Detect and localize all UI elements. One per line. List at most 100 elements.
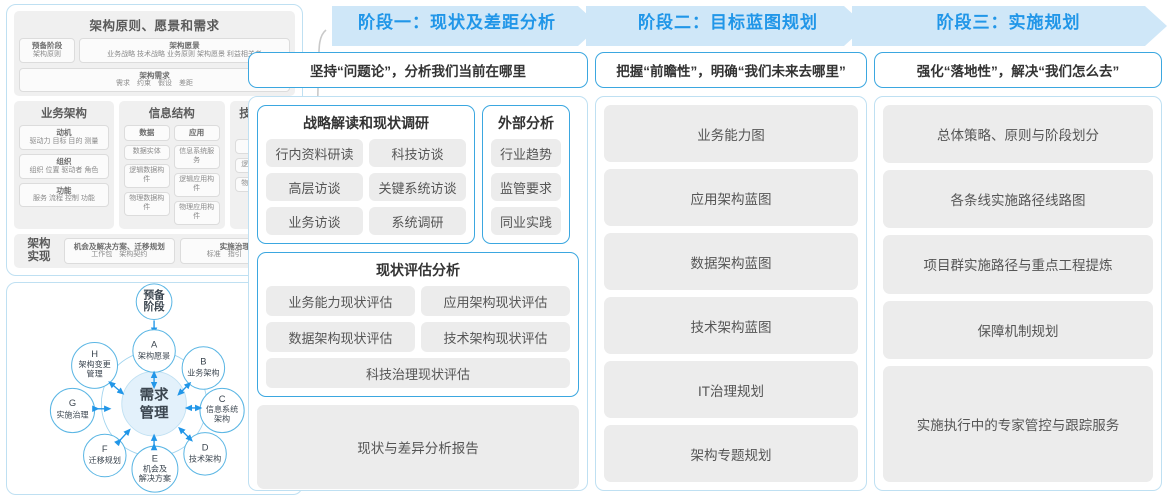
chip-expert-control-service[interactable]: 实施执行中的专家管控与跟踪服务 — [883, 365, 1153, 483]
chip-regulatory[interactable]: 监管要求 — [491, 173, 561, 201]
chip-it-governance-assess[interactable]: 科技治理现状评估 — [266, 358, 570, 388]
phase-2-body: 业务能力图 应用架构蓝图 数据架构蓝图 技术架构蓝图 IT治理规划 架构专题规划 — [595, 96, 867, 491]
phase-3-items: 总体策略、原则与阶段划分 各条线实施路径线路图 项目群实施路径与重点工程提炼 保… — [883, 105, 1153, 483]
chip-tech-arch-assess[interactable]: 技术架构现状评估 — [421, 322, 570, 352]
governance-items: 标准 指引 规格 — [206, 251, 263, 259]
chip-assurance-mechanism[interactable]: 保障机制规划 — [883, 300, 1153, 359]
motivation-items: 驱动力 目标 目的 测量 — [29, 138, 99, 146]
organization-title: 组织 — [56, 157, 72, 167]
chip-industry-trend[interactable]: 行业趋势 — [491, 139, 561, 167]
svg-text:C: C — [219, 394, 226, 404]
chip-application-arch-assess[interactable]: 应用架构现状评估 — [421, 286, 570, 316]
phase-1-top-row: 战略解读和现状调研 行内资料研读 科技访谈 高层访谈 关键系统访谈 业务访谈 系… — [257, 105, 579, 244]
svg-text:架构: 架构 — [214, 414, 230, 424]
information-structure-head: 信息结构 — [148, 108, 195, 121]
svg-text:业务架构: 业务架构 — [187, 368, 219, 378]
svg-text:G: G — [69, 398, 76, 408]
opportunities-items: 工作包 架构契约 — [91, 251, 148, 259]
chip-application-arch-blueprint[interactable]: 应用架构蓝图 — [604, 169, 858, 226]
architecture-domains-row: 业务架构 动机 驱动力 目标 目的 测量 组织 组织 位置 驱动者 角色 功能 — [14, 101, 295, 229]
svg-text:机会及: 机会及 — [143, 464, 167, 474]
chip-tech-arch-blueprint[interactable]: 技术架构蓝图 — [604, 297, 858, 354]
phase-2-tagline: 把握“前瞻性”，明确“我们未来去哪里” — [595, 52, 867, 88]
chip-business-capability-assess[interactable]: 业务能力现状评估 — [266, 286, 415, 316]
current-state-assessment-title: 现状评估分析 — [376, 262, 460, 278]
adm-cycle-panel: 预备 阶段 需求 管理 A 架构愿景 B 业务架构 C — [6, 282, 303, 495]
adm-cycle-diagram: 预备 阶段 需求 管理 A 架构愿景 B 业务架构 C — [49, 283, 245, 493]
phase-1-header: 阶段一：现状及差距分析 — [358, 12, 556, 32]
svg-text:H: H — [91, 349, 98, 359]
governance-title: 实施治理 — [219, 241, 250, 251]
chip-business-interview[interactable]: 业务访谈 — [266, 207, 363, 235]
svg-text:实施治理: 实施治理 — [56, 410, 88, 420]
function-items: 服务 流程 控制 功能 — [33, 195, 95, 203]
phase-2-header: 阶段二：目标蓝图规划 — [638, 12, 818, 32]
svg-text:解决方案: 解决方案 — [139, 473, 171, 483]
strategy-research-card: 战略解读和现状调研 行内资料研读 科技访谈 高层访谈 关键系统访谈 业务访谈 系… — [257, 105, 475, 244]
cycle-prep-line2: 阶段 — [143, 300, 165, 313]
phase-header-strip — [332, 6, 1167, 46]
data-column: 数据 数据实体 逻辑数据构件 物理数据构件 — [123, 125, 170, 224]
phase-3-header: 阶段三：实施规划 — [936, 12, 1081, 32]
vision-title: 架构愿景 — [169, 41, 200, 50]
chip-it-governance-plan[interactable]: IT治理规划 — [604, 361, 858, 418]
chip-line-roadmap[interactable]: 各条线实施路径线路图 — [883, 170, 1153, 229]
togaf-content-framework-panel: 架构原则、愿景和需求 预备阶段 架构原则 架构愿景 业务战略 技术战略 业务原则… — [6, 4, 303, 277]
information-structure-group: 信息结构 数据 数据实体 逻辑数据构件 物理数据构件 应用 — [118, 101, 225, 229]
phase-3-body: 总体策略、原则与阶段划分 各条线实施路径线路图 项目群实施路径与重点工程提炼 保… — [874, 96, 1162, 491]
information-system-service-box: 信息系统服务 — [173, 145, 220, 169]
chip-system-survey[interactable]: 系统调研 — [369, 207, 466, 235]
chip-data-arch-blueprint[interactable]: 数据架构蓝图 — [604, 233, 858, 290]
requirements-title: 架构需求 — [139, 70, 170, 80]
cycle-center-line2: 管理 — [140, 404, 169, 422]
organization-items: 组织 位置 驱动者 角色 — [29, 166, 99, 174]
group-title: 架构原则、愿景和需求 — [89, 19, 220, 33]
chip-data-arch-assess[interactable]: 数据架构现状评估 — [266, 322, 415, 352]
opportunities-title: 机会及解决方案、迁移规划 — [73, 241, 165, 251]
phase-3-column: 强化“落地性”，解决“我们怎么去” 总体策略、原则与阶段划分 各条线实施路径线路… — [874, 52, 1162, 491]
svg-text:A: A — [151, 340, 158, 350]
data-col-title: 数据 — [139, 128, 155, 138]
phase-2-column: 把握“前瞻性”，明确“我们未来去哪里” 业务能力图 应用架构蓝图 数据架构蓝图 … — [595, 52, 867, 491]
external-analysis-title: 外部分析 — [498, 115, 554, 131]
svg-text:架构变更: 架构变更 — [78, 359, 110, 369]
chip-business-capability-map[interactable]: 业务能力图 — [604, 105, 858, 162]
current-state-assessment-card: 现状评估分析 业务能力现状评估 应用架构现状评估 数据架构现状评估 技术架构现状… — [257, 252, 579, 397]
chip-peer-practice[interactable]: 同业实践 — [491, 207, 561, 235]
svg-text:管理: 管理 — [87, 369, 103, 379]
business-architecture-head: 业务架构 — [40, 108, 87, 121]
application-head-box: 应用 — [173, 125, 220, 142]
chip-program-roadmap[interactable]: 项目群实施路径与重点工程提炼 — [883, 235, 1153, 294]
svg-text:D: D — [202, 443, 209, 453]
organization-box: 组织 组织 位置 驱动者 角色 — [19, 154, 109, 179]
prep-phase-box: 预备阶段 架构原则 — [19, 38, 75, 63]
business-architecture-group: 业务架构 动机 驱动力 目标 目的 测量 组织 组织 位置 驱动者 角色 功能 — [14, 101, 114, 229]
cycle-center-line1: 需求 — [140, 386, 169, 404]
prep-phase-items: 架构原则 — [33, 50, 61, 58]
chip-executive-interview[interactable]: 高层访谈 — [266, 173, 363, 201]
application-column: 应用 信息系统服务 逻辑应用构件 物理应用构件 — [173, 125, 220, 225]
chip-internal-docs[interactable]: 行内资料研读 — [266, 139, 363, 167]
svg-text:迁移规划: 迁移规划 — [89, 455, 121, 465]
chip-overall-strategy[interactable]: 总体策略、原则与阶段划分 — [883, 105, 1153, 164]
vision-items: 业务战略 技术战略 业务原则 架构愿景 利益相关者 — [107, 50, 262, 58]
opportunities-migration-box: 机会及解决方案、迁移规划 工作包 架构契约 — [64, 237, 175, 265]
function-box: 功能 服务 流程 控制 功能 — [19, 182, 109, 208]
chip-key-system-interview[interactable]: 关键系统访谈 — [369, 173, 466, 201]
phase-1-column: 坚持“问题论”，分析我们当前在哪里 战略解读和现状调研 行内资料研读 科技访谈 … — [248, 52, 588, 491]
prep-phase-title: 预备阶段 — [31, 41, 63, 50]
motivation-title: 动机 — [56, 128, 72, 138]
phase-1-tagline: 坚持“问题论”，分析我们当前在哪里 — [248, 52, 588, 88]
logical-data-component-box: 逻辑数据构件 — [123, 164, 170, 188]
chip-arch-topic-plan[interactable]: 架构专题规划 — [604, 425, 858, 482]
external-analysis-card: 外部分析 行业趋势 监管要求 同业实践 — [482, 105, 570, 244]
implementation-governance-box: 实施治理 标准 指引 规格 — [179, 237, 290, 265]
data-entity-box: 数据实体 — [123, 145, 170, 161]
logical-application-component-box: 逻辑应用构件 — [173, 172, 220, 197]
chip-tech-interview[interactable]: 科技访谈 — [369, 139, 466, 167]
requirements-items: 需求 约束 假设 差距 — [116, 80, 193, 88]
data-head-box: 数据 — [123, 125, 170, 142]
phase-1-report-chip[interactable]: 现状与差异分析报告 — [257, 405, 579, 489]
strategy-research-title: 战略解读和现状调研 — [303, 115, 429, 131]
